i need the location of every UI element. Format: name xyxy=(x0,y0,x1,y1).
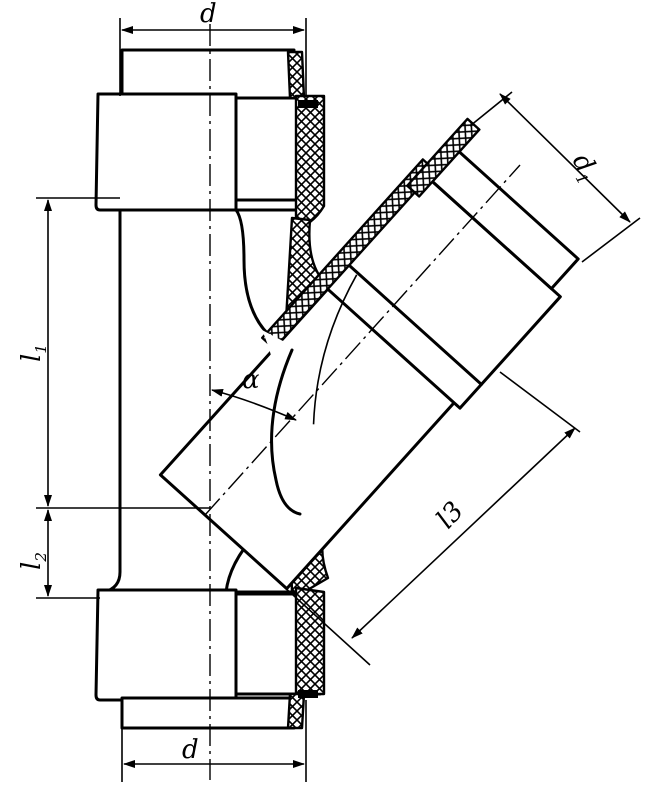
label-l3: l3 xyxy=(431,496,470,535)
branch-bore-line xyxy=(312,274,358,425)
bottom-pipe-stub xyxy=(120,696,296,730)
angle-alpha-arc xyxy=(211,388,297,421)
label-d1: d1 xyxy=(563,149,605,188)
socket-ring-mark xyxy=(298,100,318,108)
top-socket xyxy=(94,92,238,212)
wall-bottom-socket xyxy=(294,586,326,696)
dim-l3 xyxy=(351,427,576,639)
junction-curve xyxy=(270,348,302,516)
branch-axis xyxy=(204,164,521,516)
branch-wall-hatch-outer xyxy=(406,117,481,198)
branch xyxy=(158,117,580,591)
label-d-top: d xyxy=(200,0,217,29)
dimension-lines xyxy=(36,18,641,782)
wall-top-stub xyxy=(286,50,306,100)
label-d-bottom: d xyxy=(182,735,199,765)
label-alpha: α xyxy=(242,365,260,395)
branch-socket-step xyxy=(343,259,483,386)
bottom-socket xyxy=(94,588,238,702)
junction-fill xyxy=(262,330,300,512)
label-l1: l1 xyxy=(17,344,50,362)
label-l2: l2 xyxy=(17,552,50,570)
wall-bottom-stub xyxy=(286,692,306,730)
socket-ring-mark-lower xyxy=(298,690,318,698)
dim-d1 xyxy=(499,93,631,223)
wall-top-socket xyxy=(294,94,326,224)
